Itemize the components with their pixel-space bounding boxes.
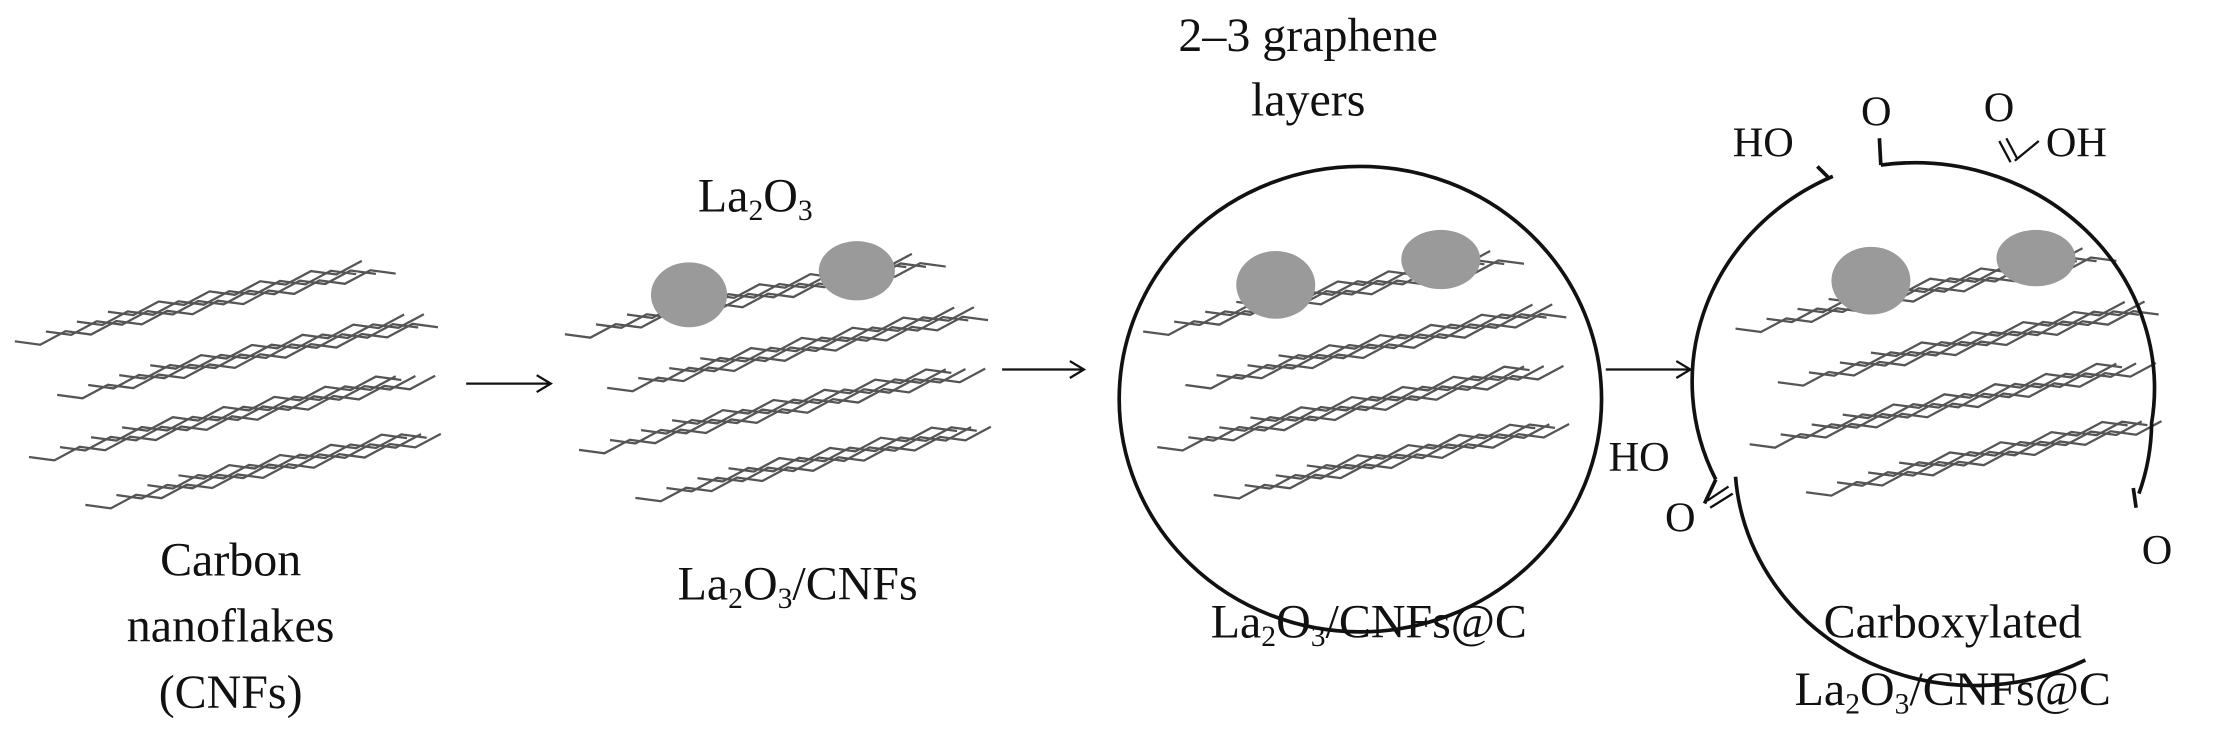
la2o3-particle [1831, 246, 1911, 315]
la2o3-particle-label: La2O3 [698, 170, 813, 227]
graphene-sheet [635, 425, 992, 503]
stage1-label-line2: nanoflakes [127, 600, 335, 653]
carboxylated-shell [1690, 138, 2157, 688]
graphene-sheet [28, 374, 436, 462]
la2o3-particle [1996, 229, 2076, 287]
graphene-sheet [1185, 303, 1567, 390]
carboxyl-hydroxyl: OH [2046, 120, 2107, 167]
arrow-3 [1605, 360, 1693, 379]
oxygen-group-right: O [2142, 527, 2173, 574]
stage4-label-line1: Carboxylated [1824, 596, 2082, 649]
arrow-1 [466, 374, 553, 394]
graphene-layers-label-line1: 2–3 graphene [1178, 9, 1438, 62]
graphene-sheet [578, 367, 986, 455]
stage2-label: La2O3/CNFs [678, 557, 918, 614]
graphene-sheet [1805, 420, 2163, 497]
la2o3-particle [1401, 229, 1481, 290]
carbonyl-group-top: O [1861, 89, 1892, 136]
graphene-sheet [1777, 300, 2159, 387]
graphene-sheet [607, 306, 989, 393]
stage3-label: La2O3/CNFs@C [1211, 596, 1527, 653]
graphene-sheet [1157, 364, 1565, 452]
hydroxyl-group-left: HO [1609, 434, 1670, 481]
graphene-sheet [14, 259, 396, 346]
graphene-sheet [1213, 422, 1570, 500]
graphene-sheet [1749, 362, 2157, 449]
carbon-shell [1117, 164, 1604, 634]
carbonyl-group-left: O [1665, 495, 1696, 542]
stage1-label-line3: (CNFs) [159, 666, 303, 719]
hydroxyl-group-top: HO [1733, 120, 1794, 167]
stage1-label-line1: Carbon [160, 533, 301, 586]
stage4-label-line2: La2O3/CNFs@C [1795, 663, 2111, 720]
graphene-sheet [85, 432, 442, 510]
la2o3-particle [650, 262, 728, 328]
carboxyl-oxygen: O [1984, 84, 2015, 131]
arrow-2 [1002, 360, 1087, 379]
la2o3-particle [818, 241, 895, 301]
graphene-layers-label-line2: layers [1251, 74, 1365, 127]
graphene-sheets [14, 247, 2163, 510]
la2o3-particle [1236, 251, 1316, 319]
graphene-sheet [57, 313, 439, 400]
